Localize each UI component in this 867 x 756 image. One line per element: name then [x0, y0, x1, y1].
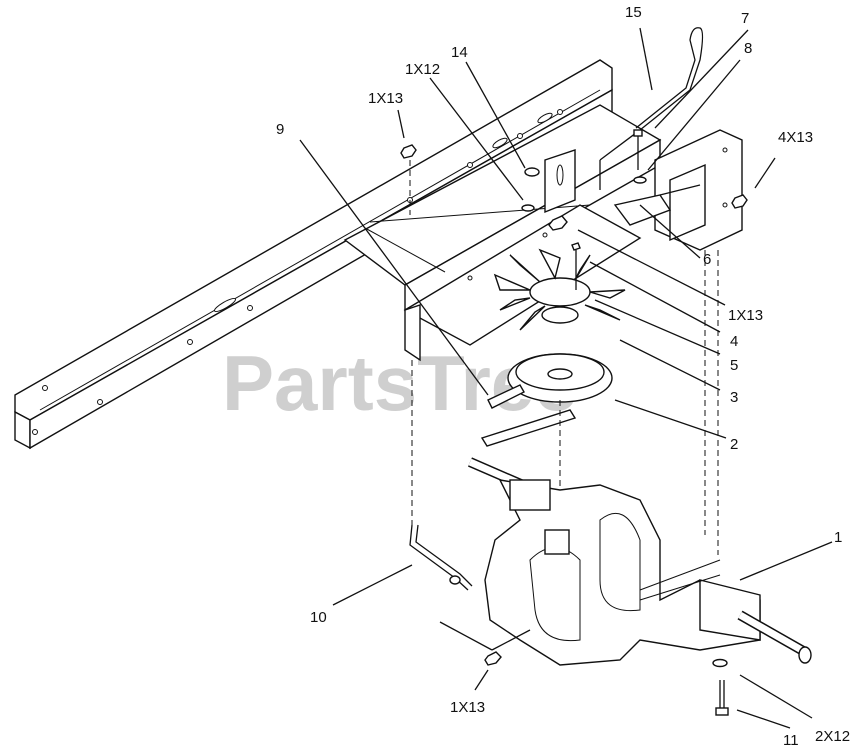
- callout-1x13-bottom: 1X13: [450, 699, 485, 716]
- callout-7: 7: [741, 10, 749, 27]
- fan-bolt: [571, 242, 581, 290]
- leader-lines: [299, 27, 833, 729]
- callout-1: 1: [834, 529, 842, 546]
- callout-2: 2: [730, 436, 738, 453]
- mount-bolt-11: [712, 658, 729, 716]
- transaxle: [468, 457, 812, 666]
- callout-1x12: 1X12: [405, 61, 440, 78]
- bolt-7: [633, 129, 643, 170]
- callout-5: 5: [730, 357, 738, 374]
- pivot-bracket: [613, 184, 701, 226]
- mount-bracket: [654, 129, 743, 251]
- callout-3: 3: [730, 389, 738, 406]
- callout-8: 8: [744, 40, 752, 57]
- callout-4x13: 4X13: [778, 129, 813, 146]
- callout-1x13-top: 1X13: [368, 90, 403, 107]
- callout-1x13-mid: 1X13: [728, 307, 763, 324]
- callout-9: 9: [276, 121, 284, 138]
- callout-6: 6: [703, 251, 711, 268]
- callout-14: 14: [451, 44, 468, 61]
- cooling-fan: [493, 248, 626, 331]
- callout-4: 4: [730, 333, 738, 350]
- callout-15: 15: [625, 4, 642, 21]
- nut-1x13-bottom: [484, 651, 502, 666]
- nut-1x13-mid: [548, 215, 568, 231]
- control-link: [409, 524, 473, 591]
- washer-1x12: [521, 204, 535, 212]
- nut-1x13-top: [400, 144, 417, 215]
- callout-11: 11: [783, 732, 799, 749]
- callout-10: 10: [310, 609, 327, 626]
- pulley: [507, 353, 613, 403]
- slot-plate: [524, 149, 576, 214]
- nut-4x13: [731, 194, 748, 209]
- washer-8: [633, 176, 647, 184]
- callout-2x12: 2X12: [815, 728, 850, 745]
- belt-key-9: [487, 384, 525, 409]
- frame-rail-front: [403, 204, 642, 362]
- shaft-key-2: [480, 409, 577, 447]
